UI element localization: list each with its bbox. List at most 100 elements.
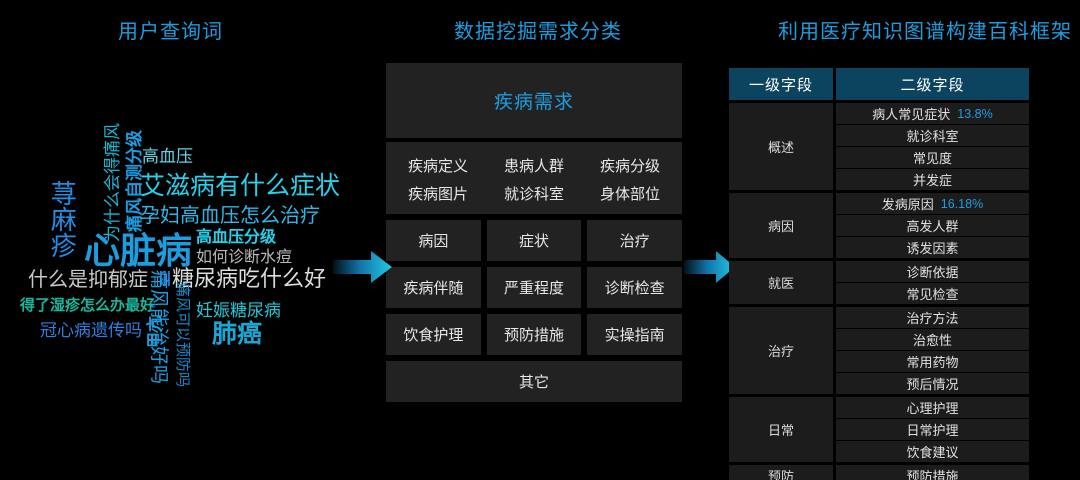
table-row[interactable]: 病人常见症状 13.8%: [836, 103, 1029, 124]
word-cloud-term: 什么是抑郁症: [28, 269, 148, 291]
category-row-a: 病因 症状 治疗: [386, 220, 683, 261]
table-row[interactable]: 日常护理: [836, 419, 1029, 440]
word-cloud-term: 孕妇高血压怎么治疗: [140, 205, 320, 227]
table-row-label: 常见检查: [906, 287, 959, 302]
word-cloud-term: 为什么会得痛风: [103, 123, 122, 242]
category-tile[interactable]: 饮食护理: [386, 314, 481, 355]
disease-demand-title: 疾病需求: [493, 92, 574, 113]
table-group-rows: 诊断依据常见检查: [836, 261, 1029, 304]
table-row-percentage: 13.8%: [957, 106, 993, 121]
table-group-rows: 病人常见症状 13.8% 就诊科室常见度并发症: [836, 103, 1029, 190]
table-row-percentage: 16.18%: [940, 196, 984, 211]
word-cloud-term: 甲亢: [147, 315, 164, 348]
word-cloud-term: 得了湿疹怎么办最好: [20, 297, 156, 314]
table-group-label: 治疗: [729, 307, 833, 394]
attribute-cell[interactable]: 身体部位: [599, 185, 660, 203]
table-row-label: 并发症: [912, 173, 952, 188]
table-row-label: 饮食建议: [906, 445, 959, 460]
table-row-label: 常见度: [912, 151, 952, 166]
word-cloud-term: 妊娠糖尿病: [196, 301, 281, 320]
table-row[interactable]: 常见度: [836, 147, 1029, 168]
table-group-rows: 心理护理日常护理饮食建议: [836, 397, 1029, 462]
table-header-level1: 一级字段: [729, 68, 833, 100]
table-group: 治疗治疗方法治愈性常用药物预后情况: [729, 307, 1029, 394]
table-row-label: 治疗方法: [906, 311, 959, 326]
category-tile[interactable]: 诊断检查: [587, 267, 683, 308]
table-group: 就医诊断依据常见检查: [729, 261, 1029, 304]
table-row-label: 诊断依据: [906, 265, 959, 280]
table-group-rows: 预防措施: [836, 465, 1029, 480]
word-cloud-term: 如何诊断水痘: [196, 249, 293, 266]
table-group-label: 预防: [729, 465, 833, 480]
attribute-cell[interactable]: 患病人群: [503, 157, 564, 175]
category-tile[interactable]: 疾病伴随: [386, 267, 481, 308]
attribute-row: 疾病图片 就诊科室 身体部位: [401, 183, 667, 204]
table-row-label: 病人常见症状: [872, 107, 951, 122]
table-row[interactable]: 治疗方法: [836, 307, 1029, 328]
table-row-label: 预后情况: [906, 377, 959, 392]
word-cloud-term: Ⅲ: [158, 269, 172, 291]
table-row[interactable]: 诊断依据: [836, 261, 1029, 282]
word-cloud-term: 高血压分级: [196, 229, 277, 246]
table-group-rows: 治疗方法治愈性常用药物预后情况: [836, 307, 1029, 394]
category-tile[interactable]: 实操指南: [587, 314, 683, 355]
table-row[interactable]: 预防措施: [836, 465, 1029, 480]
disease-demand-title-box: 疾病需求: [386, 63, 682, 138]
demand-classification-panel: 疾病需求 疾病定义 患病人群 疾病分级 疾病图片 就诊科室 身体部位 病因 症状…: [386, 63, 683, 402]
category-tile[interactable]: 症状: [486, 220, 582, 261]
table-row-label: 日常护理: [906, 423, 959, 438]
category-tile[interactable]: 预防措施: [486, 314, 582, 355]
table-group-label: 日常: [729, 397, 833, 462]
attribute-row: 疾病定义 患病人群 疾病分级: [401, 155, 667, 176]
table-row[interactable]: 饮食建议: [836, 441, 1029, 462]
attribute-cell[interactable]: 就诊科室: [503, 185, 564, 203]
column-header-knowledge-graph: 利用医疗知识图谱构建百科框架: [778, 21, 1072, 43]
table-group: 预防 预防措施: [729, 465, 1029, 480]
table-row[interactable]: 诱发因素: [836, 237, 1029, 258]
word-cloud-term: 冠心病遗传吗: [40, 321, 142, 340]
attribute-cell[interactable]: 疾病分级: [599, 157, 660, 175]
word-cloud-term: 高血压: [142, 147, 193, 166]
table-group: 日常心理护理日常护理饮食建议: [729, 397, 1029, 462]
table-row[interactable]: 并发症: [836, 169, 1029, 190]
disease-attributes-box: 疾病定义 患病人群 疾病分级 疾病图片 就诊科室 身体部位: [386, 142, 682, 214]
table-row[interactable]: 高发人群: [836, 215, 1029, 236]
table-row-label: 治愈性: [912, 333, 952, 348]
column-header-demand-classification: 数据挖掘需求分类: [454, 21, 622, 43]
table-row[interactable]: 常见检查: [836, 283, 1029, 304]
attribute-cell[interactable]: 疾病定义: [407, 157, 468, 175]
table-row[interactable]: 常用药物: [836, 351, 1029, 372]
flow-arrow-2: [684, 251, 735, 283]
word-cloud-term: 糖尿病吃什么好: [172, 266, 327, 291]
table-row-label: 就诊科室: [906, 129, 959, 144]
word-cloud-term: 肺癌: [212, 320, 263, 348]
category-row-b: 疾病伴随 严重程度 诊断检查: [386, 267, 683, 308]
table-header-row: 一级字段 二级字段: [729, 68, 1029, 100]
word-cloud-term: 荨麻疹: [47, 180, 78, 258]
table-row[interactable]: 预后情况: [836, 373, 1029, 394]
table-group-label: 就医: [729, 261, 833, 304]
category-tile[interactable]: 治疗: [587, 220, 683, 261]
column-header-query-words: 用户查询词: [118, 21, 223, 43]
category-tile[interactable]: 病因: [386, 220, 481, 261]
word-cloud-term: 痛风可以预防吗: [174, 282, 191, 388]
category-row-c: 饮食护理 预防措施 实操指南: [386, 314, 683, 355]
table-group-label: 病因: [729, 193, 833, 258]
flow-arrow-1: [333, 251, 392, 283]
category-tile[interactable]: 严重程度: [486, 267, 582, 308]
table-row[interactable]: 心理护理: [836, 397, 1029, 418]
attribute-cell[interactable]: 疾病图片: [407, 185, 468, 203]
category-tile-other[interactable]: 其它: [386, 361, 682, 402]
table-row-label: 预防措施: [906, 469, 959, 480]
table-row[interactable]: 就诊科室: [836, 125, 1029, 146]
table-row-label: 常用药物: [906, 355, 959, 370]
table-row-label: 高发人群: [906, 219, 959, 234]
word-cloud-term: 艾滋病有什么症状: [140, 172, 341, 200]
table-row[interactable]: 治愈性: [836, 329, 1029, 350]
